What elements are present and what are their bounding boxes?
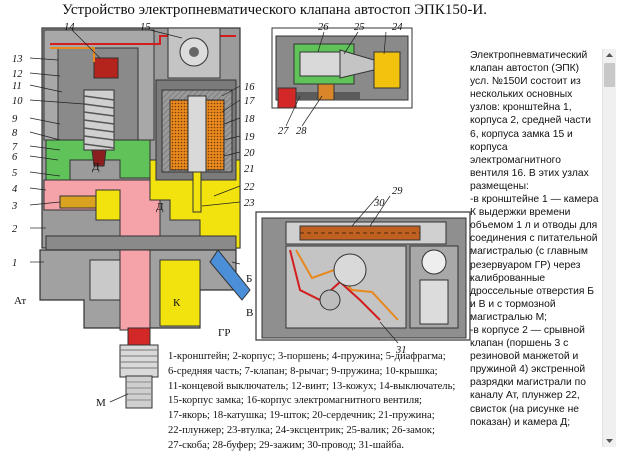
part-number: 19 bbox=[244, 132, 255, 143]
part-number: 17 bbox=[244, 96, 255, 107]
chamber-label: К bbox=[173, 297, 181, 309]
scroll-up-arrow-icon[interactable] bbox=[603, 49, 616, 62]
part-number: 18 bbox=[244, 114, 255, 125]
part-number: 3 bbox=[11, 201, 17, 212]
description-paragraph: Электропневматический клапан автостоп (Э… bbox=[470, 50, 591, 192]
part-number: 25 bbox=[354, 22, 365, 33]
page-title: Устройство электропневматического клапан… bbox=[62, 2, 487, 18]
legend-line: 22-плунжер; 23-втулка; 24-эксцентрик; 25… bbox=[168, 424, 435, 436]
part-number: 31 bbox=[395, 345, 407, 356]
part-number: 15 bbox=[140, 22, 151, 33]
part-number: 13 bbox=[12, 54, 23, 65]
port-label: ГР bbox=[218, 327, 230, 339]
legend-line: 27-скоба; 28-буфер; 29-зажим; 30-провод;… bbox=[168, 439, 404, 451]
description-paragraph: -в корпусе 2 — срывной клапан (поршень 3… bbox=[470, 324, 586, 428]
legend-line: 17-якорь; 18-катушка; 19-шток; 20-сердеч… bbox=[168, 410, 435, 422]
terminal-inset bbox=[255, 211, 471, 341]
legend-line: 11-концевой выключатель; 12-винт; 13-кож… bbox=[168, 380, 456, 392]
description-scrollbar[interactable] bbox=[602, 49, 616, 447]
legend-line: 6-средняя часть; 7-клапан; 8-рычаг; 9-пр… bbox=[168, 365, 438, 377]
part-number: 26 bbox=[318, 22, 329, 33]
part-number: 12 bbox=[12, 69, 23, 80]
description-paragraph: -в кронштейне 1 — камера К выдержки врем… bbox=[470, 194, 599, 323]
legend-line: 1-кронштейн; 2-корпус; 3-поршень; 4-пруж… bbox=[168, 351, 446, 362]
chamber-label: Д bbox=[92, 161, 100, 173]
main-valve-body bbox=[39, 27, 251, 409]
lock-inset bbox=[271, 27, 413, 109]
part-number: 24 bbox=[392, 22, 403, 33]
part-leaders bbox=[29, 29, 399, 403]
part-number: 30 bbox=[373, 198, 385, 209]
description-panel: Электропневматический клапан автостоп (Э… bbox=[470, 49, 600, 447]
part-numbers: 1 2 3 4 5 6 7 8 9 10 11 12 13 14 15 16 1… bbox=[11, 22, 407, 356]
part-number: 29 bbox=[392, 186, 403, 197]
part-number: 14 bbox=[64, 22, 75, 33]
chamber-label: Д bbox=[156, 201, 164, 213]
part-number: 28 bbox=[296, 126, 307, 137]
scroll-down-arrow-icon[interactable] bbox=[603, 434, 616, 447]
part-number: 23 bbox=[244, 198, 255, 209]
chamber-label: Б bbox=[246, 273, 252, 285]
spring-icon bbox=[83, 89, 115, 167]
chamber-labels: Д Д К В Б Ат ГР М bbox=[14, 161, 253, 409]
fitting-m-icon bbox=[119, 327, 159, 409]
part-number: 8 bbox=[12, 128, 18, 139]
part-number: 27 bbox=[278, 126, 289, 137]
part-number: 4 bbox=[12, 184, 18, 195]
part-number: 2 bbox=[12, 224, 18, 235]
scroll-thumb[interactable] bbox=[604, 63, 615, 87]
part-number: 21 bbox=[244, 164, 255, 175]
parts-legend: 1-кронштейн; 2-корпус; 3-поршень; 4-пруж… bbox=[168, 350, 458, 454]
part-number: 7 bbox=[12, 142, 18, 153]
part-number: 16 bbox=[244, 82, 255, 93]
part-number: 20 bbox=[244, 148, 255, 159]
part-number: 6 bbox=[12, 152, 18, 163]
port-label: Ат bbox=[14, 295, 26, 307]
part-number: 11 bbox=[12, 81, 22, 92]
port-label: М bbox=[96, 397, 106, 409]
chamber-label: В bbox=[246, 307, 253, 319]
legend-line: 15-корпус замка; 16-корпус электромагнит… bbox=[168, 395, 423, 407]
part-number: 22 bbox=[244, 182, 255, 193]
part-number: 5 bbox=[12, 168, 17, 179]
part-number: 9 bbox=[12, 114, 18, 125]
part-number: 10 bbox=[12, 96, 23, 107]
part-number: 1 bbox=[12, 258, 17, 269]
